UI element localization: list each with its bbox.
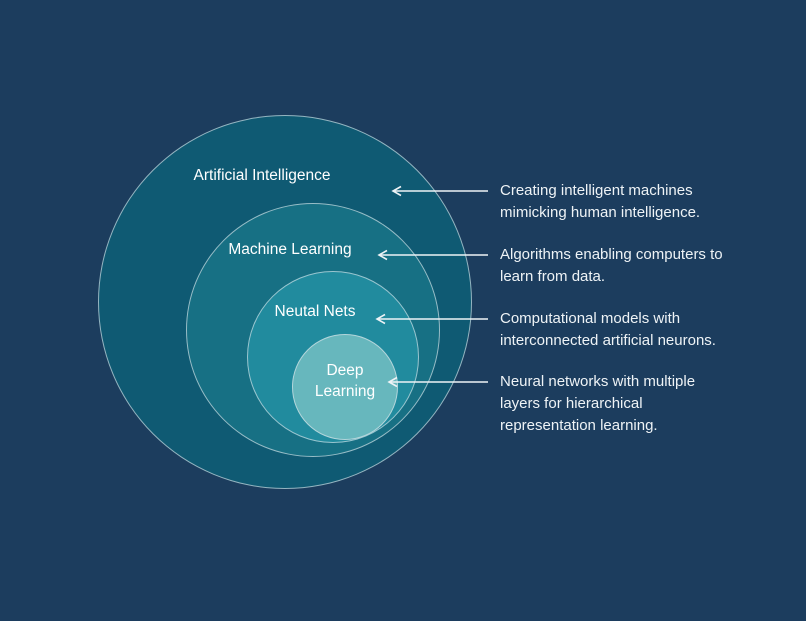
- left-arrow-icon: [377, 249, 488, 261]
- left-arrow-icon: [375, 313, 488, 325]
- left-arrow-icon: [391, 185, 488, 197]
- left-arrow-icon: [387, 376, 488, 388]
- description-neural-nets: Computational models with interconnected…: [500, 310, 716, 349]
- label-machine-learning: Machine Learning: [228, 241, 352, 258]
- label-deep-learning: Deep Learning: [314, 362, 376, 400]
- label-artificial-intelligence: Artificial Intelligence: [193, 167, 331, 184]
- circle-deep-learning: [292, 334, 398, 440]
- callout-artificial-intelligence: Creating intelligent machines mimicking …: [390, 180, 740, 224]
- description-machine-learning: Algorithms enabling computers to learn f…: [500, 246, 723, 285]
- description-artificial-intelligence: Creating intelligent machines mimicking …: [500, 182, 701, 221]
- callout-machine-learning: Algorithms enabling computers to learn f…: [376, 244, 748, 288]
- callout-deep-learning: Neural networks with multiple layers for…: [386, 371, 735, 437]
- callout-neural-nets: Computational models with interconnected…: [374, 308, 748, 352]
- description-deep-learning: Neural networks with multiple layers for…: [500, 373, 696, 434]
- label-neural-nets: Neutal Nets: [274, 303, 356, 320]
